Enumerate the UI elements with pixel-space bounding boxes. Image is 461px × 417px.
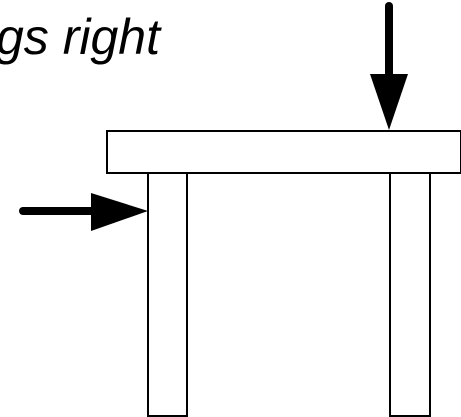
table (106, 130, 461, 417)
sideways-force-arrow-icon (19, 193, 148, 231)
diagram-caption: gs right (0, 9, 162, 65)
downward-force-arrow-icon (370, 2, 408, 130)
table-right-leg (389, 171, 431, 417)
table-top (106, 130, 461, 174)
table-left-leg (147, 171, 188, 417)
